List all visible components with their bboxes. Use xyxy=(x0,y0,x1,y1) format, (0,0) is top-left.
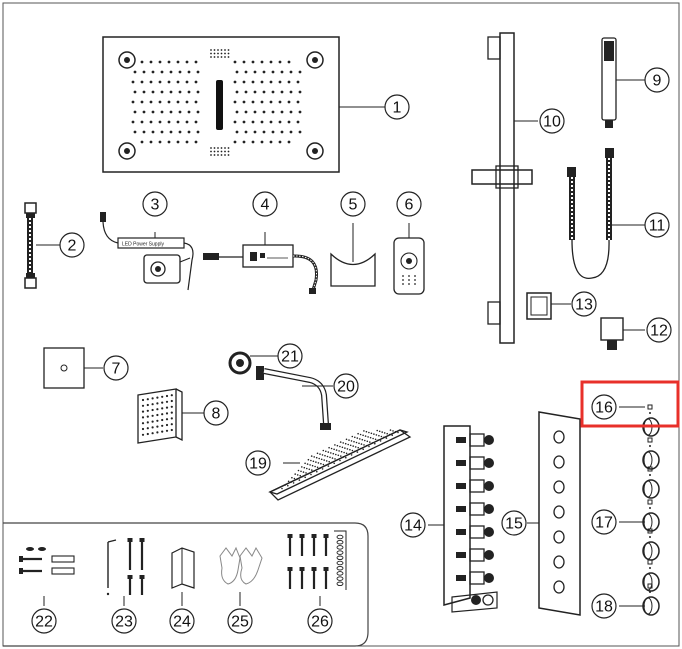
callout-number-24: 24 xyxy=(173,614,191,631)
callout-number-2: 2 xyxy=(68,238,77,255)
callout-20: 20 xyxy=(333,373,359,399)
callout-4: 4 xyxy=(252,191,278,217)
callout-number-20: 20 xyxy=(337,379,355,396)
part-14-thermostatic-valve-body xyxy=(428,425,498,613)
callout-number-11: 11 xyxy=(649,218,666,235)
callout-number-25: 25 xyxy=(231,614,249,631)
part-9-hand-shower xyxy=(601,37,645,128)
callout-number-1: 1 xyxy=(393,100,402,117)
part-20-shower-arm xyxy=(256,366,333,430)
callout-8: 8 xyxy=(203,400,229,426)
callout-number-23: 23 xyxy=(115,614,133,631)
callout-number-19: 19 xyxy=(249,456,267,473)
callout-number-16: 16 xyxy=(595,400,613,417)
callout-15: 15 xyxy=(501,510,527,536)
callout-14: 14 xyxy=(400,512,426,538)
part-10-slide-rail xyxy=(471,32,538,344)
callout-9: 9 xyxy=(644,67,670,93)
callout-number-10: 10 xyxy=(543,114,561,131)
callout-17: 17 xyxy=(591,509,617,535)
shower-head-nozzles-left xyxy=(131,60,200,144)
shower-head-nozzles-right xyxy=(233,60,302,144)
callout-number-3: 3 xyxy=(151,197,160,214)
callout-12: 12 xyxy=(646,317,672,343)
callout-1: 1 xyxy=(384,94,410,120)
power-supply-label: LED Power Supply xyxy=(122,242,164,248)
callout-number-6: 6 xyxy=(405,197,414,214)
part-23-allen-keys-screws xyxy=(106,538,145,606)
accessories-box xyxy=(3,522,369,647)
part-21-arm-flange xyxy=(228,351,280,375)
callout-number-7: 7 xyxy=(112,361,121,378)
callout-number-13: 13 xyxy=(575,297,593,314)
callout-number-15: 15 xyxy=(505,516,523,533)
part-13-square-flange xyxy=(526,292,571,320)
part-26-screw-set xyxy=(287,530,347,606)
callout-16: 16 xyxy=(591,394,617,420)
callout-11: 11 xyxy=(644,212,670,238)
part-11-shower-hose xyxy=(567,148,645,279)
part-6-remote-control xyxy=(393,223,425,295)
callout-13: 13 xyxy=(571,291,597,317)
callout-23: 23 xyxy=(111,608,137,634)
shower-head-corner-nozzles xyxy=(118,51,324,160)
part-24-manual xyxy=(171,547,195,606)
callout-3: 3 xyxy=(142,191,168,217)
callout-25: 25 xyxy=(227,608,253,634)
callout-number-8: 8 xyxy=(212,406,221,423)
callout-24: 24 xyxy=(169,608,195,634)
callout-number-14: 14 xyxy=(404,518,422,535)
callout-number-5: 5 xyxy=(349,197,358,214)
callout-26: 26 xyxy=(307,608,333,634)
callout-22: 22 xyxy=(31,608,57,634)
part-16-highlight-box xyxy=(580,380,680,428)
callout-21: 21 xyxy=(277,343,303,369)
part-25-gloves xyxy=(219,546,263,606)
callout-10: 10 xyxy=(539,108,565,134)
callout-6: 6 xyxy=(396,191,422,217)
callout-5: 5 xyxy=(340,191,366,217)
callout-number-21: 21 xyxy=(281,349,299,366)
callout-number-22: 22 xyxy=(35,614,53,631)
callout-number-18: 18 xyxy=(595,599,613,616)
callout-7: 7 xyxy=(103,355,129,381)
callout-19: 19 xyxy=(245,450,271,476)
part-15-control-faceplate xyxy=(527,411,581,616)
part-7-cover-plate xyxy=(43,347,103,389)
callout-2: 2 xyxy=(59,232,85,258)
callout-number-12: 12 xyxy=(650,323,668,340)
part-3-led-power-supply: LED Power Supply xyxy=(100,212,194,291)
part-22-screws-anchors xyxy=(19,547,75,606)
part-4-control-box xyxy=(203,232,319,294)
shower-head-led-strip xyxy=(216,80,223,130)
callout-number-4: 4 xyxy=(261,197,270,214)
part-5-wall-bracket xyxy=(330,223,376,287)
part-8-body-jet xyxy=(137,388,204,444)
part-19-square-rain-shower-head xyxy=(268,429,412,501)
callout-number-17: 17 xyxy=(595,515,613,532)
shower-head-nozzles-center xyxy=(210,49,230,156)
part-1-ceiling-shower-head xyxy=(102,36,386,173)
part-2-flexible-hose xyxy=(24,202,60,289)
callout-18: 18 xyxy=(591,593,617,619)
callout-number-26: 26 xyxy=(311,614,329,631)
callout-number-9: 9 xyxy=(653,73,662,90)
part-12-wall-outlet xyxy=(600,317,645,350)
parts-16-18-handles xyxy=(619,404,660,616)
